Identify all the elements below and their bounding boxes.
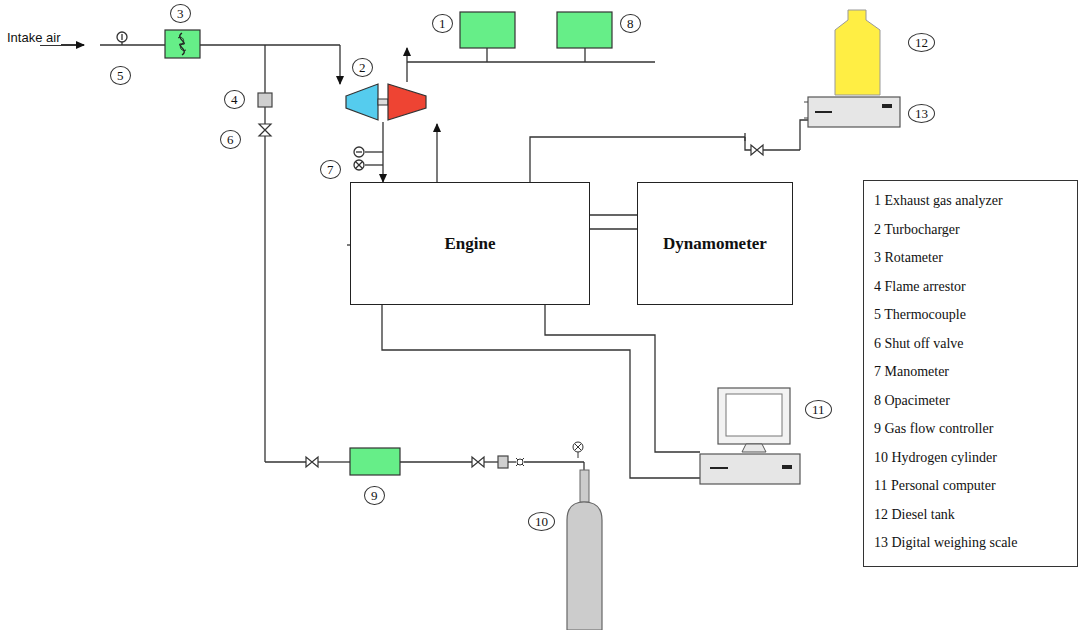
- callout-number: 6: [220, 130, 241, 149]
- legend-entry: 11 Personal computer: [874, 472, 1069, 501]
- node-label: Engine: [444, 234, 495, 254]
- callout-number: 1: [432, 14, 453, 33]
- callout-number: 5: [110, 66, 131, 85]
- callout-number: 4: [224, 90, 245, 109]
- legend-entry: 7 Manometer: [874, 358, 1069, 387]
- callout-number: 12: [908, 33, 935, 52]
- legend-entry: 5 Thermocouple: [874, 301, 1069, 330]
- callout-number: 11: [805, 400, 832, 419]
- engine-box: Engine: [350, 182, 590, 305]
- legend-entry: 6 Shut off valve: [874, 330, 1069, 359]
- dynamometer-box: Dynamometer: [637, 182, 793, 305]
- callout-number: 8: [620, 14, 641, 33]
- flow-label: Intake air: [6, 30, 61, 45]
- legend-entry: 12 Diesel tank: [874, 501, 1069, 530]
- callout-number: 13: [908, 104, 935, 123]
- legend-entry: 2 Turbocharger: [874, 216, 1069, 245]
- legend-entry: 4 Flame arrestor: [874, 273, 1069, 302]
- shaft-coupling: [590, 215, 637, 229]
- callout-number: 10: [528, 512, 555, 531]
- legend-entry: 3 Rotameter: [874, 244, 1069, 273]
- callout-number: 9: [364, 486, 385, 505]
- legend-entry: 8 Opacimeter: [874, 387, 1069, 416]
- legend-entry: 1 Exhaust gas analyzer: [874, 187, 1069, 216]
- node-label: Dynamometer: [663, 234, 767, 254]
- callout-number: 2: [352, 58, 373, 77]
- legend-entry: 13 Digital weighing scale: [874, 529, 1069, 558]
- callout-number: 7: [320, 160, 341, 179]
- legend-entry: 9 Gas flow controller: [874, 415, 1069, 444]
- callout-number: 3: [170, 4, 191, 23]
- legend-entry: 10 Hydrogen cylinder: [874, 444, 1069, 473]
- legend-box: 1 Exhaust gas analyzer2 Turbocharger3 Ro…: [863, 180, 1078, 567]
